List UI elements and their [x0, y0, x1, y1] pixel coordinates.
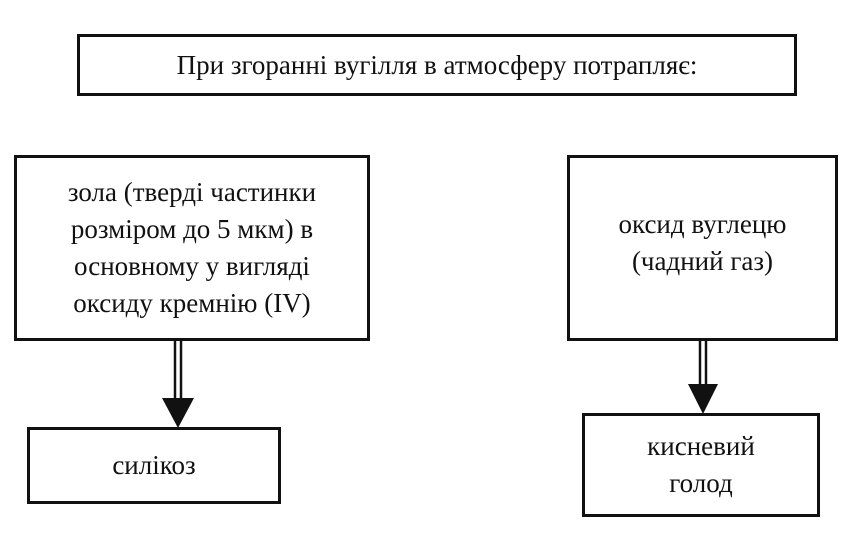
title-box: При згоранні вугілля в атмосферу потрапл…	[77, 34, 797, 96]
ash-line: оксиду кремнію (IV)	[73, 288, 311, 318]
oxygen-starvation-box: кисневий голод	[582, 413, 820, 517]
oxygen-starvation-line: голод	[669, 468, 733, 498]
ash-line: розміром до 5 мкм) в	[70, 214, 314, 244]
arrow-down-icon	[688, 341, 718, 414]
oxygen-starvation-text: кисневий голод	[647, 428, 755, 502]
carbon-monoxide-box: оксид вуглецю (чадний газ)	[567, 155, 838, 341]
carbon-monoxide-text: оксид вуглецю (чадний газ)	[619, 206, 787, 280]
ash-text: зола (тверді частинки розміром до 5 мкм)…	[68, 174, 316, 322]
ash-line: основному у вигляді	[74, 251, 310, 281]
arrow-down-icon	[162, 341, 194, 428]
ash-line: зола (тверді частинки	[67, 177, 317, 207]
carbon-monoxide-line: оксид вуглецю	[618, 209, 787, 239]
title-text: При згоранні вугілля в атмосферу потрапл…	[176, 49, 698, 80]
silicosis-text: силікоз	[112, 450, 196, 480]
silicosis-box: силікоз	[27, 427, 281, 504]
carbon-monoxide-line: (чадний газ)	[631, 246, 774, 276]
oxygen-starvation-line: кисневий	[647, 431, 755, 461]
ash-box: зола (тверді частинки розміром до 5 мкм)…	[14, 155, 370, 341]
